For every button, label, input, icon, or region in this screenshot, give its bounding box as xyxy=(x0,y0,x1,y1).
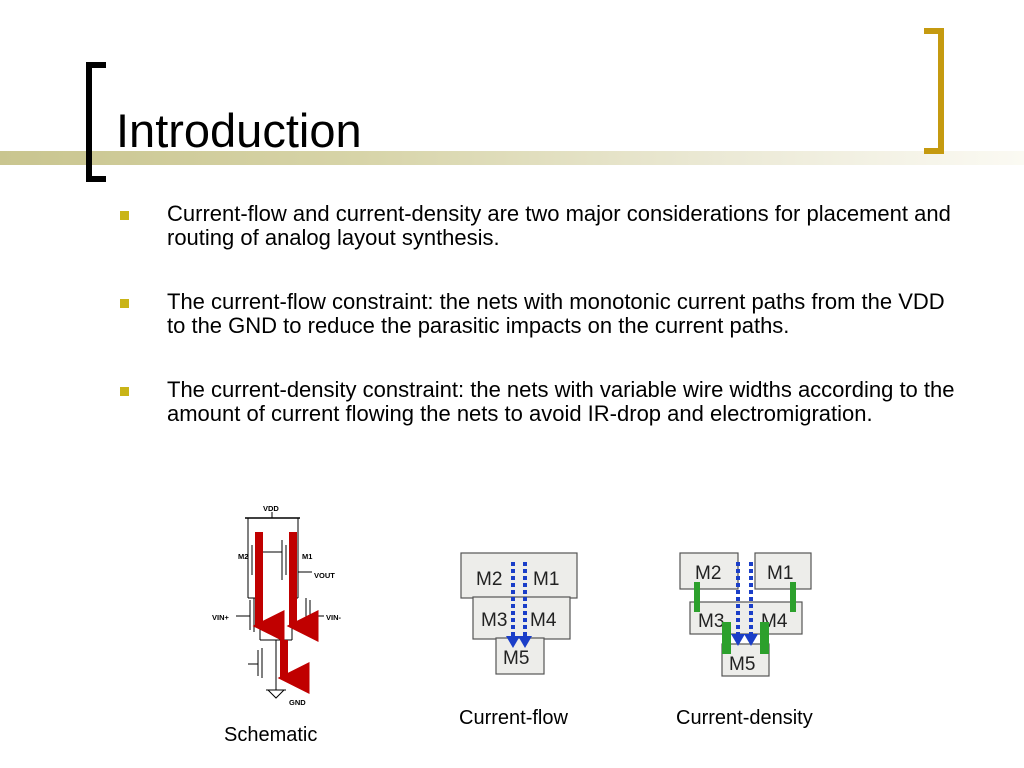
bullet-text: The current-density constraint: the nets… xyxy=(167,377,955,426)
block-m2-m1 xyxy=(460,552,578,599)
vout-label: VOUT xyxy=(314,571,335,580)
title-underline-band xyxy=(0,151,1024,165)
wide-wire-tail-right xyxy=(760,622,769,654)
block-label: M1 xyxy=(533,569,559,590)
vin-minus-label: VIN- xyxy=(326,613,342,622)
bullet-item: The current-flow constraint: the nets wi… xyxy=(118,290,958,338)
block-label: M3 xyxy=(698,611,724,632)
block-label: M2 xyxy=(476,569,502,590)
bullet-item: Current-flow and current-density are two… xyxy=(118,202,958,250)
block-label: M5 xyxy=(503,648,529,669)
block-label: M2 xyxy=(695,563,721,584)
bullet-item: The current-density constraint: the nets… xyxy=(118,378,958,426)
bullet-list: Current-flow and current-density are two… xyxy=(118,202,958,466)
block-label: M1 xyxy=(767,563,793,584)
vin-plus-label: VIN+ xyxy=(212,613,230,622)
block-label: M5 xyxy=(729,654,755,675)
m1-label: M1 xyxy=(302,552,312,561)
wide-wire-right xyxy=(790,582,796,612)
current-density-caption: Current-density xyxy=(676,707,813,729)
current-flow-caption: Current-flow xyxy=(459,707,568,729)
bullet-text: The current-flow constraint: the nets wi… xyxy=(167,289,945,338)
block-m3-m4 xyxy=(689,601,803,635)
gnd-label: GND xyxy=(289,698,306,707)
bullet-text: Current-flow and current-density are two… xyxy=(167,201,951,250)
right-bracket-decoration xyxy=(924,28,944,154)
schematic-caption: Schematic xyxy=(224,724,318,746)
vdd-label: VDD xyxy=(263,504,279,513)
block-m5 xyxy=(495,637,545,675)
slide-title: Introduction xyxy=(116,104,362,157)
block-label: M3 xyxy=(481,610,507,631)
wide-wire-tail-left xyxy=(722,622,731,654)
schematic-diagram: VDD M2 M1 VOUT VIN+ VIN- GND xyxy=(212,504,342,707)
bullet-square-icon xyxy=(120,387,129,396)
current-flow-diagram: M2 M1 M3 M4 M5 xyxy=(460,552,578,675)
bullet-square-icon xyxy=(120,299,129,308)
block-m3-m4 xyxy=(472,596,571,640)
m2-label: M2 xyxy=(238,552,248,561)
block-m1 xyxy=(754,552,812,590)
wide-wire-left xyxy=(694,582,700,612)
current-density-diagram: M2 M1 M3 M4 M5 xyxy=(679,552,812,677)
bullet-square-icon xyxy=(120,211,129,220)
block-label: M4 xyxy=(530,610,557,631)
left-bracket-decoration xyxy=(86,62,106,182)
